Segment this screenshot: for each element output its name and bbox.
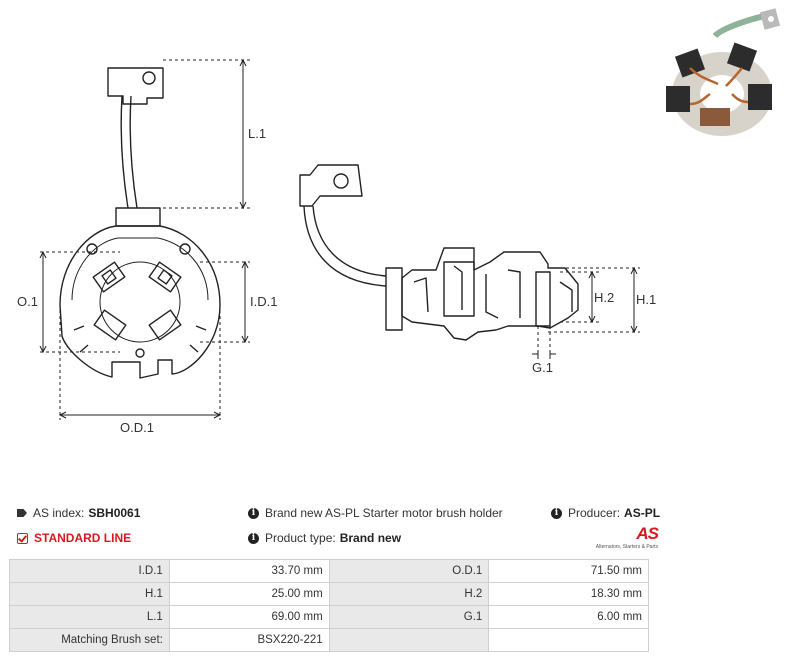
mount-hole-left [86, 243, 98, 255]
table-row: L.1 69.00 mm G.1 6.00 mm [9, 605, 649, 629]
producer: i Producer: AS-PL [551, 506, 660, 520]
checkbox-icon [17, 532, 28, 544]
tag-icon [17, 509, 27, 517]
info-icon: i [551, 507, 562, 519]
table-row: I.D.1 33.70 mm O.D.1 71.50 mm [9, 559, 649, 583]
product-type: i Product type: Brand new [248, 531, 401, 545]
table-row: Matching Brush set: BSX220-221 [9, 628, 649, 652]
product-photo [660, 8, 790, 148]
terminal-lug-front [107, 67, 164, 105]
terminal-hole-side [333, 173, 349, 189]
brush-plate-side [401, 247, 579, 341]
as-pl-logo: AS Alternators, Starters & Parts [595, 524, 659, 550]
terminal-hole-front [142, 71, 156, 85]
as-index-value: SBH0061 [88, 506, 141, 520]
table-row: H.1 25.00 mm H.2 18.30 mm [9, 582, 649, 606]
lead-wire-side [303, 205, 387, 287]
label-h1: H.1 [636, 292, 656, 307]
product-description: i Brand new AS-PL Starter motor brush ho… [248, 506, 503, 520]
info-icon: i [248, 532, 259, 544]
inner-ring-front [99, 261, 181, 343]
label-l1: L.1 [248, 126, 266, 141]
label-od1: O.D.1 [120, 420, 154, 435]
info-icon: i [248, 507, 259, 519]
brush-box-3 [93, 309, 127, 341]
brush-box-1 [92, 261, 126, 293]
standard-line: STANDARD LINE [17, 531, 131, 545]
label-h2: H.2 [594, 290, 614, 305]
brush-box-4 [148, 309, 182, 341]
wire-clamp-side [385, 267, 403, 331]
terminal-lug-side [299, 164, 363, 207]
producer-value: AS-PL [624, 506, 661, 520]
as-index: AS index: SBH0061 [17, 506, 140, 520]
lead-wire-front [120, 95, 138, 209]
product-type-value: Brand new [339, 531, 402, 545]
technical-drawing: L.1 O.1 I.D.1 O.D.1 H.1 H.2 G.1 [17, 58, 656, 435]
brush-box-2 [148, 261, 182, 293]
brush-side [535, 271, 551, 327]
mount-hole-right [179, 243, 191, 255]
specs-table: I.D.1 33.70 mm O.D.1 71.50 mm H.1 25.00 … [9, 559, 649, 652]
label-id1: I.D.1 [250, 294, 277, 309]
brush-plate-front [59, 225, 221, 379]
label-o1: O.1 [17, 294, 38, 309]
label-g1: G.1 [532, 360, 553, 375]
wire-clamp-front [115, 207, 161, 227]
